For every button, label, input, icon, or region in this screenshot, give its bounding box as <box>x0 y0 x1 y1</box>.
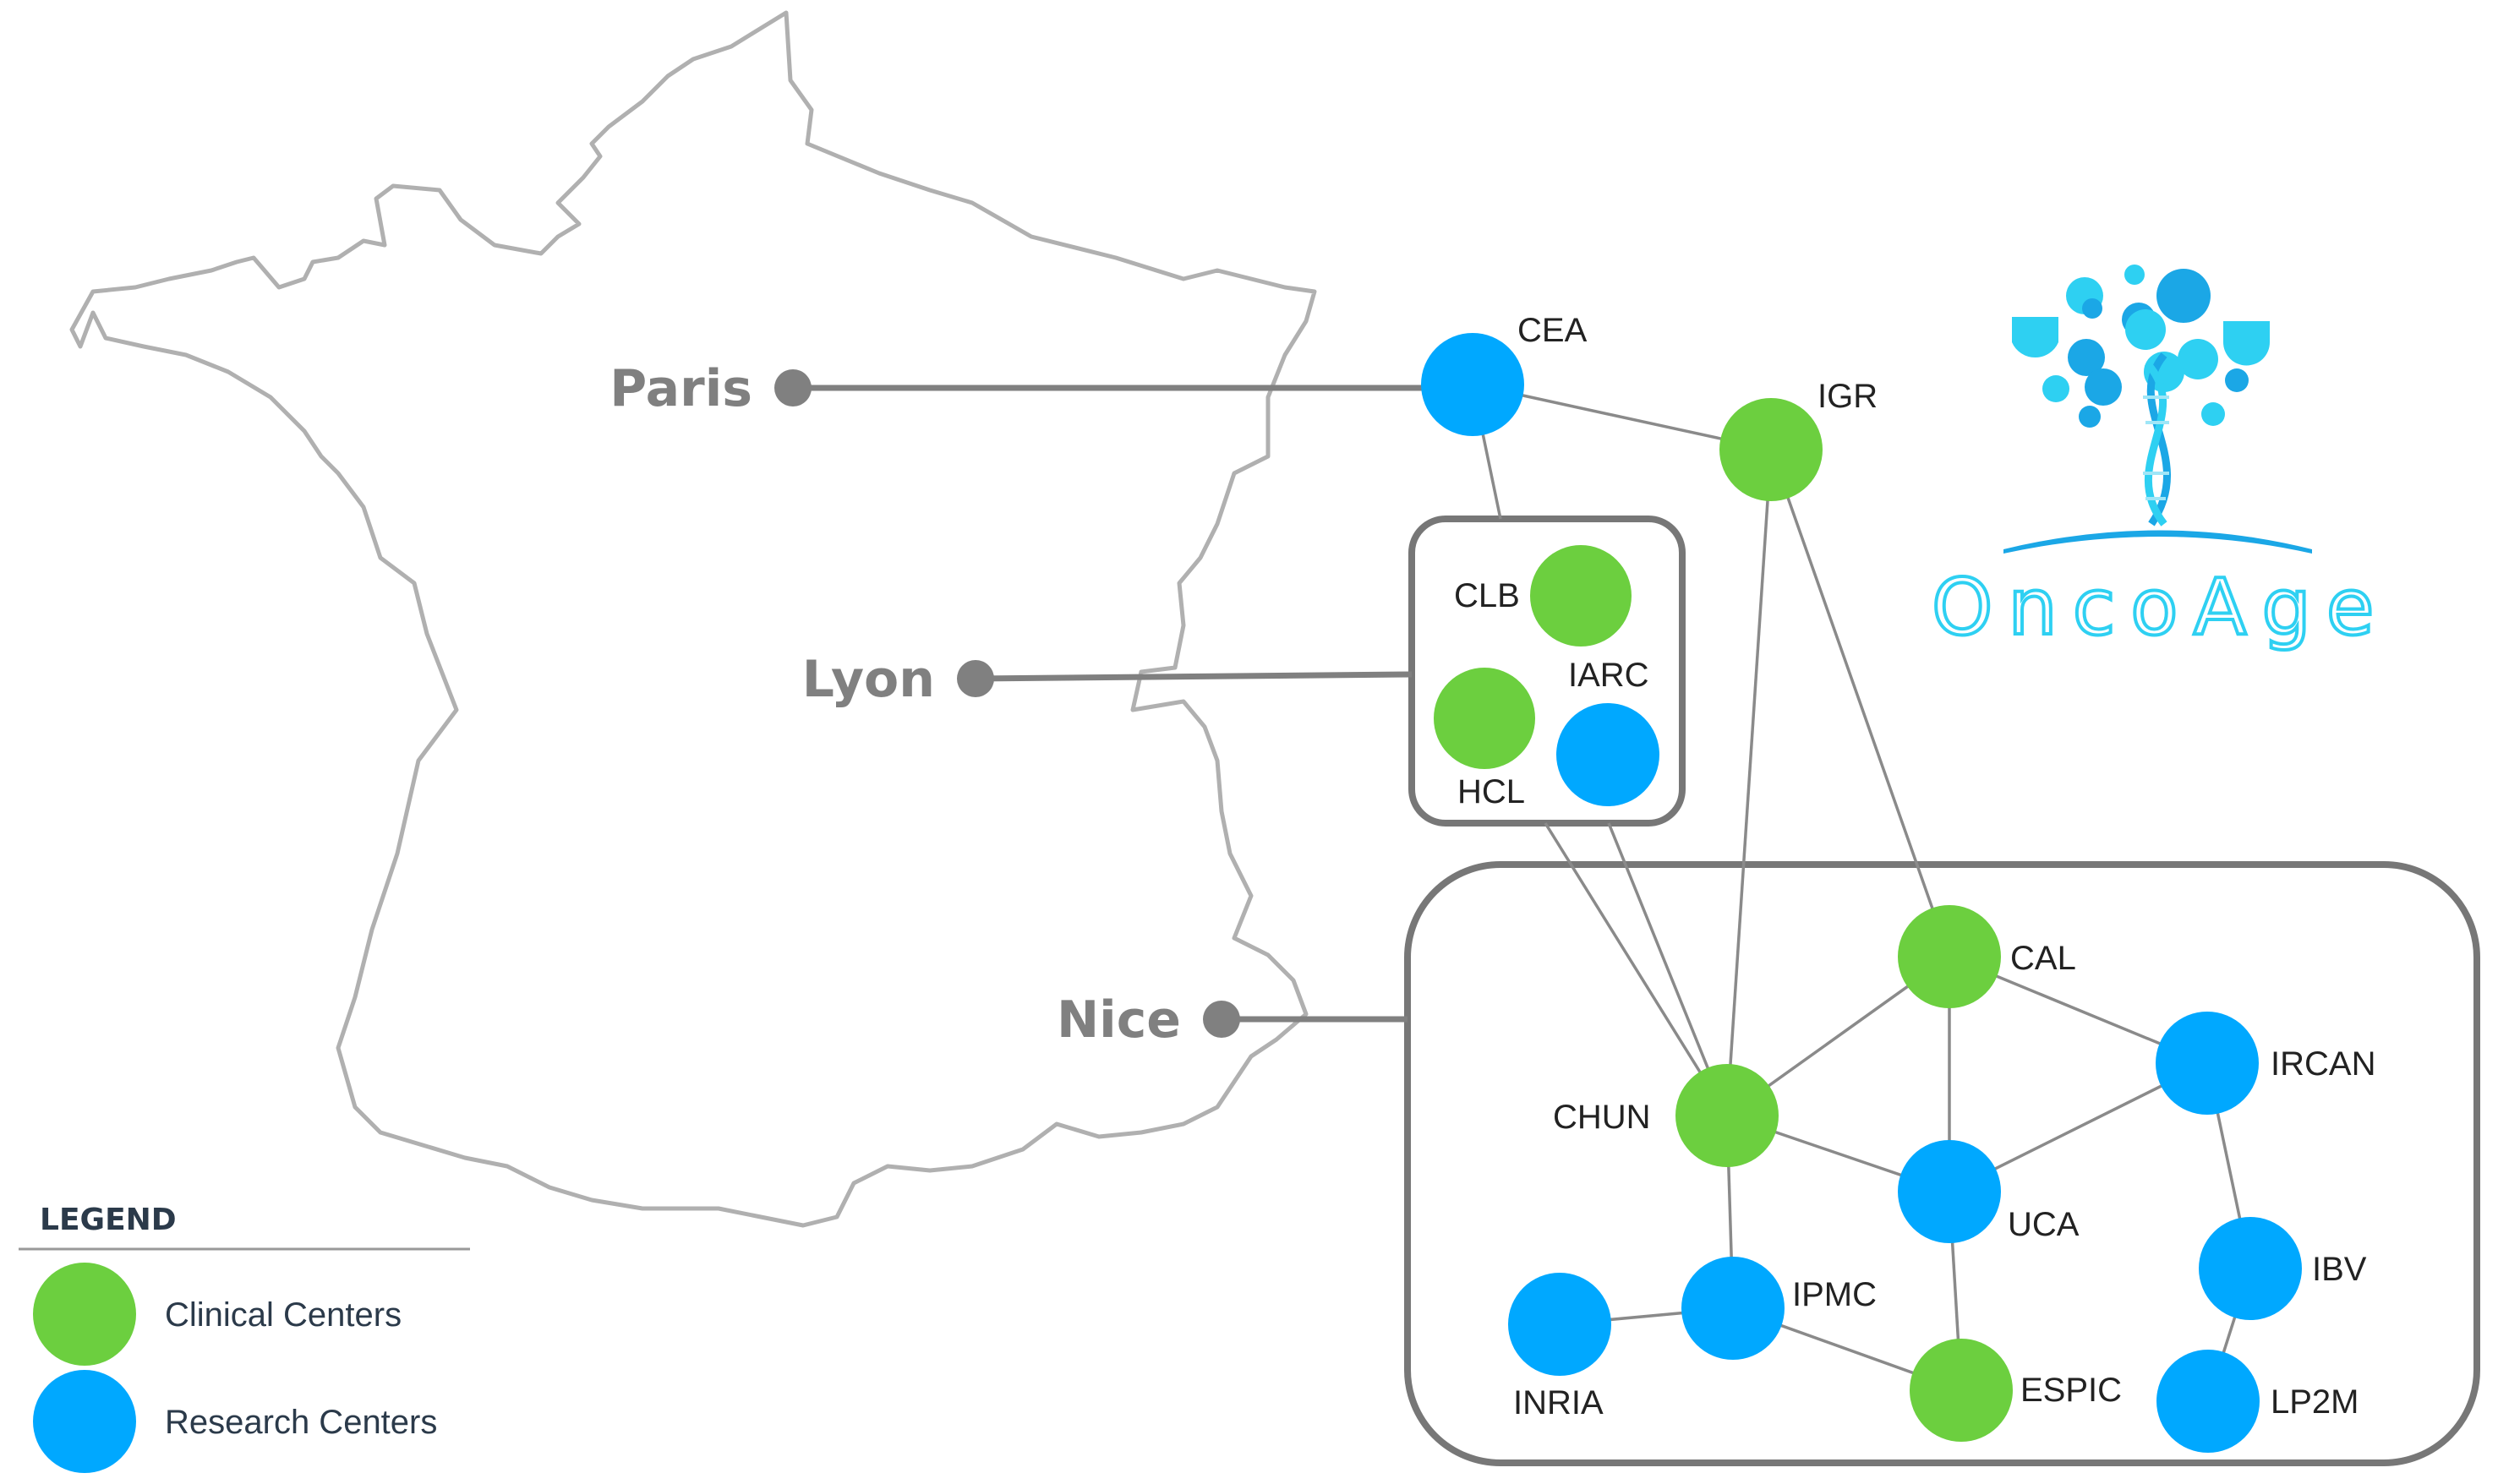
node-cea <box>1421 333 1524 436</box>
node-label-cea: CEA <box>1517 312 1588 349</box>
logo-dot <box>2079 406 2101 428</box>
logo-dot <box>2042 375 2069 402</box>
legend-title: LEGEND <box>40 1203 177 1237</box>
logo-text: OncoAge <box>1932 562 2390 652</box>
node-hcl <box>1434 668 1535 769</box>
edge-lyon-chun-right <box>1607 822 1729 1116</box>
logo-dot <box>2225 368 2249 392</box>
edge-igr-chun <box>1725 449 1773 1116</box>
node-espic <box>1910 1339 2013 1442</box>
lyon-connector <box>975 671 1413 682</box>
node-label-espic: ESPIC <box>2020 1372 2122 1409</box>
edge-lyon-chun-left <box>1544 822 1729 1116</box>
oncoage-logo: OncoAge <box>1930 265 2390 654</box>
node-cal <box>1898 905 2001 1008</box>
node-lp2m <box>2156 1350 2260 1453</box>
legend-label-research: Research Centers <box>165 1404 437 1441</box>
legend: LEGEND Clinical Centers Research Centers <box>19 1203 470 1473</box>
city-label-nice: Nice <box>1057 990 1181 1050</box>
city-label-paris: Paris <box>609 359 752 418</box>
node-label-igr: IGR <box>1817 378 1878 415</box>
logo-ground-arc <box>2003 530 2312 554</box>
node-ircan <box>2156 1012 2259 1115</box>
legend-label-clinical: Clinical Centers <box>165 1296 402 1334</box>
node-label-inria: INRIA <box>1513 1384 1604 1421</box>
node-label-cal: CAL <box>2010 940 2076 977</box>
node-label-chun: CHUN <box>1553 1099 1651 1136</box>
node-label-ibv: IBV <box>2312 1251 2367 1288</box>
logo-dot <box>2068 339 2105 376</box>
logo-leaf-right <box>2223 321 2270 366</box>
node-chun <box>1675 1064 1779 1167</box>
logo-leaf-left <box>2012 317 2058 358</box>
node-igr <box>1719 398 1823 501</box>
node-label-iarc: IARC <box>1568 657 1649 694</box>
logo-dot <box>2124 265 2145 285</box>
nice-group-box <box>1404 861 2480 1466</box>
logo-dot <box>2085 368 2122 406</box>
nice-marker <box>1203 1001 1240 1038</box>
lyon-marker <box>957 660 994 697</box>
node-label-uca: UCA <box>2008 1206 2080 1243</box>
node-label-lp2m: LP2M <box>2271 1383 2359 1421</box>
city-connectors <box>774 369 1437 1038</box>
node-label-clb: CLB <box>1454 577 1520 614</box>
edge-igr-cal <box>1769 449 1951 958</box>
network-nodes <box>1421 333 2302 1453</box>
logo-dot <box>2156 269 2211 323</box>
node-ipmc <box>1681 1257 1785 1360</box>
city-label-lyon: Lyon <box>802 650 935 709</box>
node-inria <box>1508 1273 1611 1376</box>
logo-dot <box>2178 339 2218 379</box>
legend-swatch-clinical <box>33 1263 136 1366</box>
node-label-ircan: IRCAN <box>2271 1045 2375 1083</box>
logo-dna-strand <box>2144 360 2167 526</box>
node-labels: CEA IGR CLB HCL IARC CAL IRCAN CHUN UCA … <box>1454 312 2375 1421</box>
logo-dot <box>2125 309 2166 350</box>
node-ibv <box>2199 1217 2302 1320</box>
tree-dna-icon <box>2003 265 2312 554</box>
logo-dot <box>2201 402 2225 426</box>
node-uca <box>1898 1140 2001 1243</box>
node-iarc <box>1556 703 1659 806</box>
france-map-outline <box>69 10 1317 1228</box>
paris-marker <box>774 369 812 406</box>
legend-swatch-research <box>33 1370 136 1473</box>
node-label-hcl: HCL <box>1457 773 1525 810</box>
node-label-ipmc: IPMC <box>1792 1276 1877 1313</box>
logo-dot <box>2082 298 2102 319</box>
node-clb <box>1530 545 1632 647</box>
